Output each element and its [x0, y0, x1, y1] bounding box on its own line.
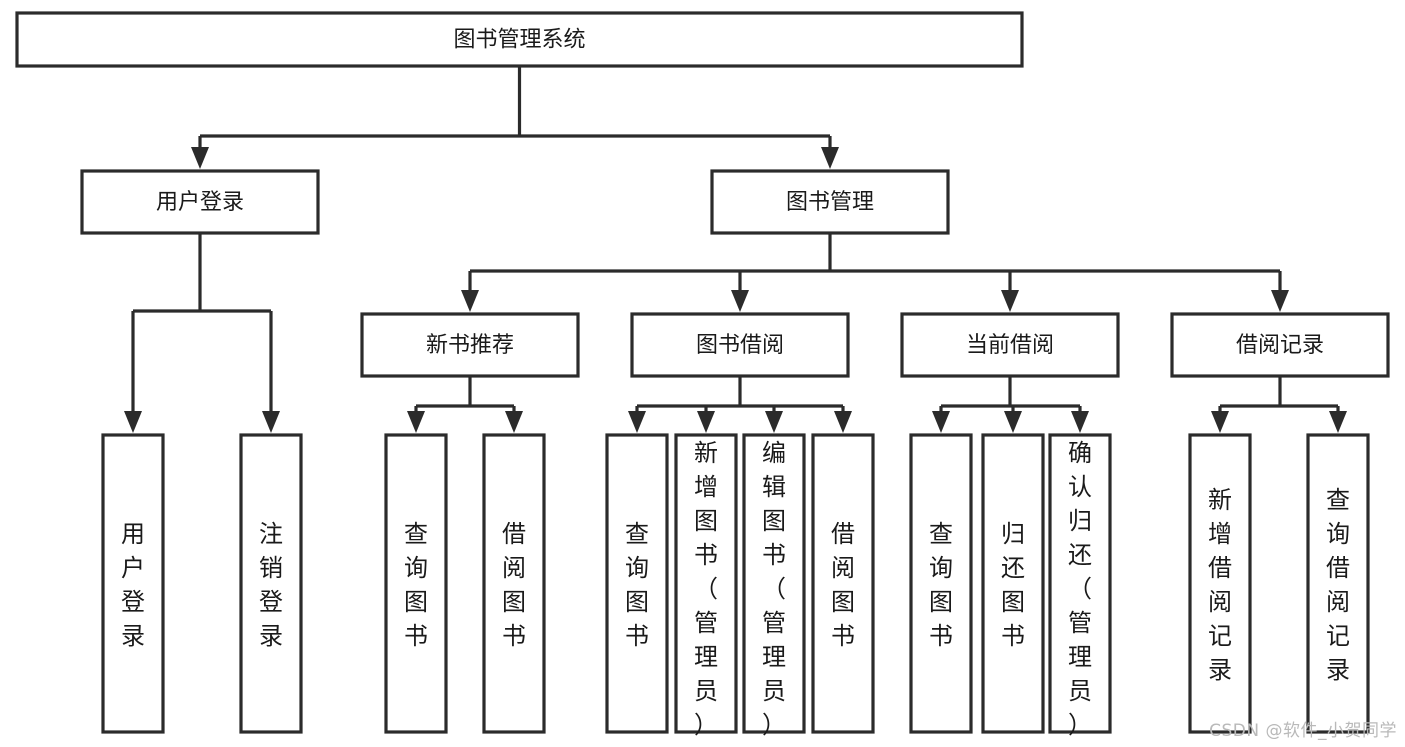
node-label: 新增图书（管理员）	[694, 439, 718, 739]
node-label: 查询图书	[625, 520, 649, 650]
node-box	[811, 433, 875, 734]
node-label: 查询借阅记录	[1326, 486, 1350, 684]
node-leaf-新增借阅记录[interactable]: 新增借阅记录	[1188, 433, 1252, 734]
node-box	[239, 433, 303, 734]
node-level3-图书借阅[interactable]: 图书借阅	[630, 312, 850, 378]
node-leaf-查询图书[interactable]: 查询图书	[605, 433, 669, 734]
arrow-down-icon	[1329, 411, 1347, 433]
arrow-down-icon	[1271, 290, 1289, 312]
node-box	[80, 169, 320, 235]
arrow-down-icon	[124, 411, 142, 433]
node-box	[1170, 312, 1390, 378]
node-box	[101, 433, 165, 734]
node-label: 图书管理系统	[453, 28, 585, 53]
node-leaf-查询图书[interactable]: 查询图书	[909, 433, 973, 734]
node-box	[482, 433, 546, 734]
node-label: 借阅记录	[1236, 333, 1324, 358]
node-box	[710, 169, 950, 235]
node-level3-当前借阅[interactable]: 当前借阅	[900, 312, 1120, 378]
node-leaf-查询借阅记录[interactable]: 查询借阅记录	[1306, 433, 1370, 734]
node-label: 图书管理	[786, 190, 874, 215]
arrow-down-icon	[697, 411, 715, 433]
node-leaf-归还图书[interactable]: 归还图书	[981, 433, 1045, 734]
node-level3-借阅记录[interactable]: 借阅记录	[1170, 312, 1390, 378]
arrow-down-icon	[731, 290, 749, 312]
node-box	[674, 433, 738, 734]
node-box	[981, 433, 1045, 734]
arrow-down-icon	[821, 147, 839, 169]
node-box	[1048, 433, 1112, 734]
node-label: 查询图书	[404, 520, 428, 650]
node-label: 用户登录	[156, 190, 244, 215]
arrow-down-icon	[461, 290, 479, 312]
arrow-down-icon	[1071, 411, 1089, 433]
node-box	[384, 433, 448, 734]
node-level2-图书管理[interactable]: 图书管理	[710, 169, 950, 235]
arrow-down-icon	[834, 411, 852, 433]
node-label: 查询图书	[929, 520, 953, 650]
node-leaf-新增图书管理员[interactable]: 新增图书（管理员）	[674, 433, 738, 739]
watermark-label: CSDN @软件_小贺同学	[1209, 721, 1397, 741]
arrow-down-icon	[1211, 411, 1229, 433]
arrow-down-icon	[407, 411, 425, 433]
node-label: 编辑图书（管理员）	[762, 439, 786, 739]
node-label: 注销登录	[259, 520, 283, 650]
arrow-down-icon	[191, 147, 209, 169]
node-leaf-查询图书[interactable]: 查询图书	[384, 433, 448, 734]
node-label: 借阅图书	[831, 520, 855, 650]
node-leaf-借阅图书[interactable]: 借阅图书	[482, 433, 546, 734]
arrow-down-icon	[932, 411, 950, 433]
node-leaf-确认归还管理员[interactable]: 确认归还（管理员）	[1048, 433, 1112, 739]
node-level2-用户登录[interactable]: 用户登录	[80, 169, 320, 235]
node-box	[630, 312, 850, 378]
node-box	[1188, 433, 1252, 734]
arrow-down-icon	[505, 411, 523, 433]
node-root-图书管理系统[interactable]: 图书管理系统	[15, 11, 1024, 68]
node-box	[1306, 433, 1370, 734]
node-label: 新书推荐	[426, 333, 514, 358]
node-label: 当前借阅	[966, 333, 1054, 358]
arrow-down-icon	[765, 411, 783, 433]
node-box	[15, 11, 1024, 68]
node-leaf-借阅图书[interactable]: 借阅图书	[811, 433, 875, 734]
node-leaf-用户登录[interactable]: 用户登录	[101, 433, 165, 734]
nodes-layer: 图书管理系统用户登录图书管理新书推荐图书借阅当前借阅借阅记录用户登录注销登录查询…	[15, 11, 1390, 739]
arrow-down-icon	[1001, 290, 1019, 312]
node-label: 新增借阅记录	[1208, 486, 1232, 684]
node-leaf-注销登录[interactable]: 注销登录	[239, 433, 303, 734]
node-box	[900, 312, 1120, 378]
connectors-layer	[124, 66, 1347, 433]
arrow-down-icon	[628, 411, 646, 433]
node-box	[909, 433, 973, 734]
node-label: 归还图书	[1001, 520, 1025, 650]
node-leaf-编辑图书管理员[interactable]: 编辑图书（管理员）	[742, 433, 806, 739]
node-label: 图书借阅	[696, 333, 784, 358]
arrow-down-icon	[262, 411, 280, 433]
node-label: 确认归还（管理员）	[1068, 439, 1092, 739]
arrow-down-icon	[1004, 411, 1022, 433]
node-label: 借阅图书	[502, 520, 526, 650]
node-box	[742, 433, 806, 734]
node-label: 用户登录	[121, 520, 145, 650]
node-level3-新书推荐[interactable]: 新书推荐	[360, 312, 580, 378]
node-box	[360, 312, 580, 378]
node-box	[605, 433, 669, 734]
